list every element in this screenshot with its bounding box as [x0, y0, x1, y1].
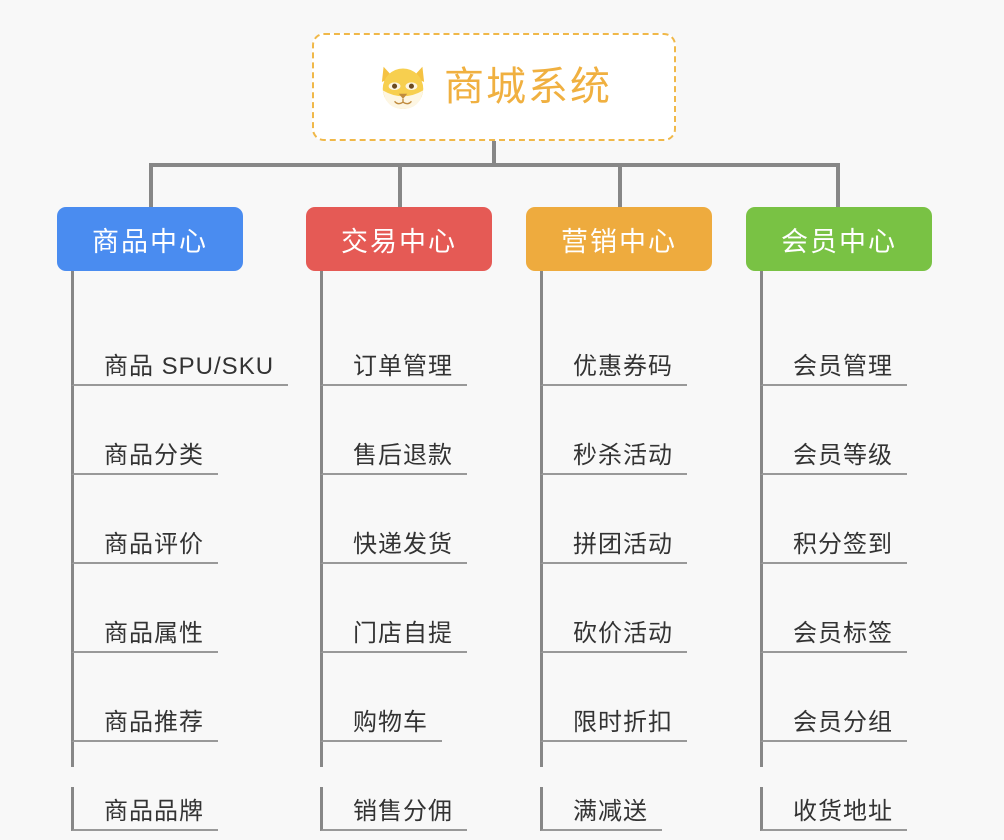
leaf-item-label: 订单管理: [353, 353, 453, 380]
branch-marketing-center: 营销中心优惠券码秒杀活动拼团活动砍价活动限时折扣满减送: [526, 207, 712, 831]
leaf-item-label: 限时折扣: [573, 709, 673, 736]
leaf-item[interactable]: 商品 SPU/SKU: [71, 342, 289, 386]
leaf-item-label: 商品品牌: [104, 798, 204, 825]
leaf-item[interactable]: 收货地址: [760, 787, 907, 831]
root-node[interactable]: 商城系统: [312, 33, 676, 141]
branch-head-member-center[interactable]: 会员中心: [746, 207, 932, 271]
branch-trunk-member-center: [760, 271, 763, 767]
leaf-item-label: 收货地址: [793, 798, 893, 825]
leaf-item[interactable]: 商品属性: [71, 609, 218, 653]
shiba-dog-emoji: [381, 66, 425, 111]
leaf-item-label: 门店自提: [353, 620, 453, 647]
branch-trunk-trade-center: [320, 271, 323, 767]
branch-head-trade-center[interactable]: 交易中心: [306, 207, 492, 271]
leaf-item[interactable]: 秒杀活动: [540, 431, 687, 475]
leaf-item[interactable]: 拼团活动: [540, 520, 687, 564]
leaf-item[interactable]: 门店自提: [320, 609, 467, 653]
leaf-item-label: 秒杀活动: [573, 442, 673, 469]
branch-head-label: 商品中心: [92, 226, 208, 257]
leaf-item[interactable]: 会员等级: [760, 431, 907, 475]
leaf-item[interactable]: 满减送: [540, 787, 662, 831]
connector-drop-1: [149, 163, 153, 207]
leaf-item-label: 商品 SPU/SKU: [104, 353, 275, 380]
branch-trade-center: 交易中心订单管理售后退款快递发货门店自提购物车销售分佣: [306, 207, 492, 831]
connector-root-stem: [492, 141, 496, 167]
leaf-item[interactable]: 商品评价: [71, 520, 218, 564]
branch-head-label: 会员中心: [781, 226, 897, 257]
leaf-item[interactable]: 砍价活动: [540, 609, 687, 653]
leaf-item[interactable]: 售后退款: [320, 431, 467, 475]
leaf-item[interactable]: 商品分类: [71, 431, 218, 475]
leaf-item[interactable]: 快递发货: [320, 520, 467, 564]
leaf-item-label: 商品分类: [104, 442, 204, 469]
leaf-item-label: 砍价活动: [573, 620, 673, 647]
leaf-item[interactable]: 限时折扣: [540, 698, 687, 742]
leaf-item-label: 会员分组: [793, 709, 893, 736]
leaf-item-label: 购物车: [353, 709, 428, 736]
leaf-item-label: 商品推荐: [104, 709, 204, 736]
leaf-item-label: 商品评价: [104, 531, 204, 558]
leaf-item-label: 积分签到: [793, 531, 893, 558]
leaf-item-label: 会员管理: [793, 353, 893, 380]
branch-product-center: 商品中心商品 SPU/SKU 商品分类商品评价商品属性商品推荐商品品牌: [57, 207, 289, 831]
root-title: 商城系统: [444, 65, 612, 109]
branch-trunk-product-center: [71, 271, 74, 767]
connector-horizontal-bus: [149, 163, 839, 167]
branch-head-marketing-center[interactable]: 营销中心: [526, 207, 712, 271]
branch-member-center: 会员中心会员管理会员等级积分签到会员标签会员分组收货地址: [746, 207, 932, 831]
branch-trunk-marketing-center: [540, 271, 543, 767]
leaf-item[interactable]: 会员分组: [760, 698, 907, 742]
leaf-item[interactable]: 积分签到: [760, 520, 907, 564]
connector-drop-3: [618, 163, 622, 207]
leaf-item-label: 会员标签: [793, 620, 893, 647]
branch-head-label: 营销中心: [561, 226, 677, 257]
leaf-item-label: 售后退款: [353, 442, 453, 469]
leaf-item[interactable]: 会员标签: [760, 609, 907, 653]
leaf-item[interactable]: 订单管理: [320, 342, 467, 386]
leaf-item-label: 会员等级: [793, 442, 893, 469]
leaf-item[interactable]: 商品推荐: [71, 698, 218, 742]
leaf-item-label: 商品属性: [104, 620, 204, 647]
leaf-item-label: 拼团活动: [573, 531, 673, 558]
leaf-item[interactable]: 销售分佣: [320, 787, 467, 831]
leaf-item[interactable]: 购物车: [320, 698, 442, 742]
branch-head-label: 交易中心: [341, 226, 457, 257]
connector-drop-4: [836, 163, 840, 207]
leaf-item[interactable]: 优惠券码: [540, 342, 687, 386]
leaf-item-label: 满减送: [573, 798, 648, 825]
leaf-item-label: 优惠券码: [573, 353, 673, 380]
leaf-item-label: 销售分佣: [353, 798, 453, 825]
branch-head-product-center[interactable]: 商品中心: [57, 207, 243, 271]
leaf-item-label: 快递发货: [353, 531, 453, 558]
leaf-item[interactable]: 商品品牌: [71, 787, 218, 831]
leaf-item[interactable]: 会员管理: [760, 342, 907, 386]
connector-drop-2: [398, 163, 402, 207]
